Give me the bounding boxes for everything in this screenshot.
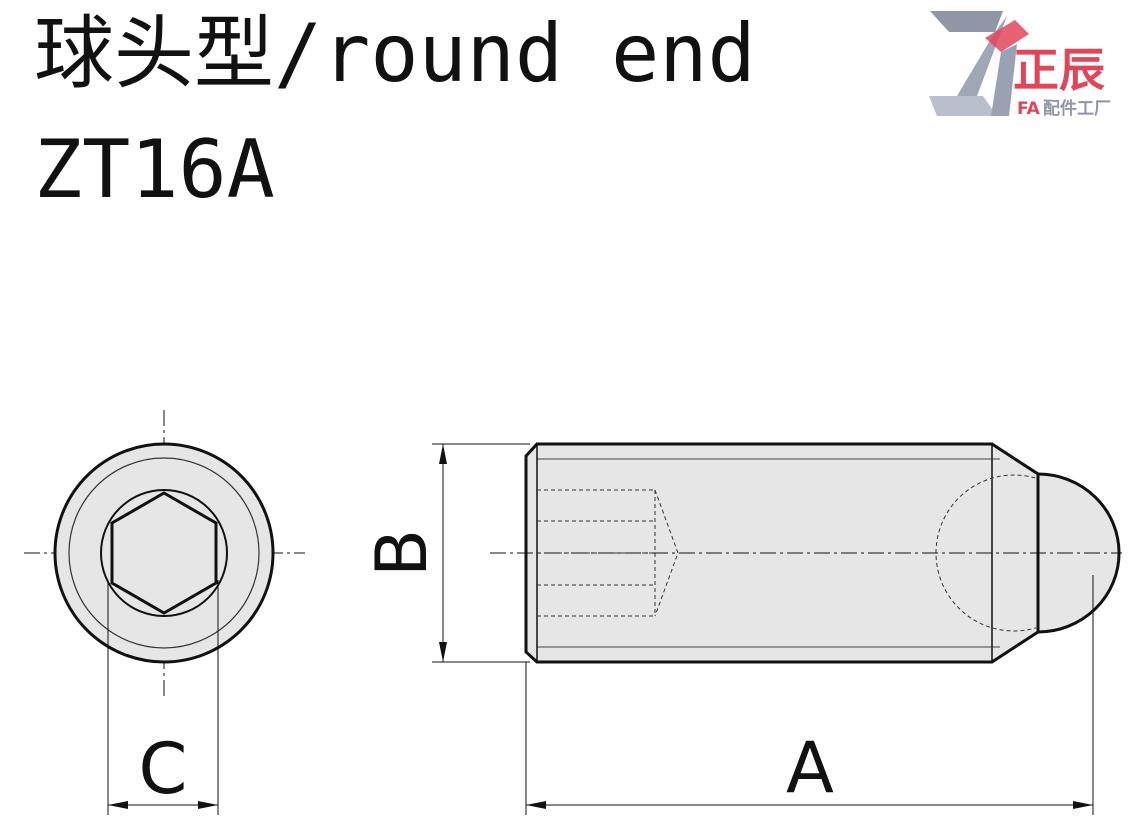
dimension-a: A [525,575,1094,815]
arrow-c-left [108,801,128,809]
title-line-1: 球头型/round end [34,7,756,100]
end-view [24,410,305,700]
dimension-label-a: A [786,727,834,809]
hex-bore-circle [100,489,228,617]
dimension-label-b: B [361,529,443,577]
dimension-c: C [107,580,219,815]
arrow-b-top [439,444,447,464]
brand-logo: 正辰 FA 配件工厂 [929,11,1111,119]
side-view [490,442,1122,664]
logo-tag-latin: FA [1017,99,1041,119]
dimension-b: B [361,443,530,663]
root-thread-circle [68,457,260,649]
zc-mark-icon [929,11,1029,116]
logo-brand-cn: 正辰 [1013,43,1105,97]
arrow-b-bottom [439,642,447,662]
arrow-a-right [1073,801,1093,809]
hex-socket [110,491,218,615]
title-line-2: ZT16A [34,123,275,216]
hidden-hex-socket [537,489,679,617]
arrow-a-left [526,801,546,809]
arrow-c-right [198,801,218,809]
logo-tag-cn: 配件工厂 [1043,98,1111,119]
hidden-ball [935,474,1038,632]
dimension-label-c: C [139,728,188,810]
